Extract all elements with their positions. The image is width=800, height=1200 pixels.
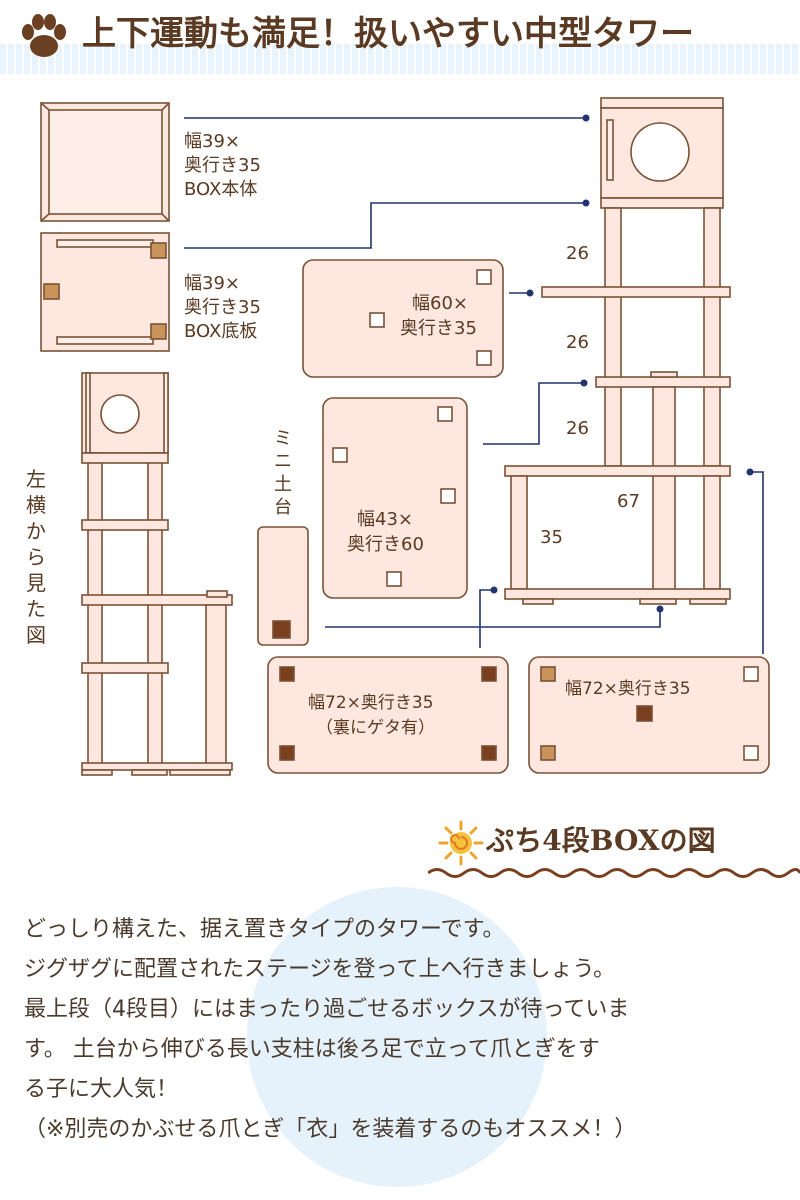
box-body-label-1: 幅39×	[184, 131, 240, 152]
base-geta-label-2: （裏にゲタ有）	[316, 717, 435, 738]
side-view-char-2: 横	[26, 493, 46, 517]
description-bubble	[247, 887, 547, 1187]
box-body-panel	[40, 102, 170, 222]
assembled-tower	[504, 97, 731, 605]
leader-dots	[490, 114, 754, 613]
side-view-tower	[81, 372, 233, 776]
description-line-3: 最上段（4段目）にはまったり過ごせるボックスが待っていま	[24, 997, 630, 1022]
dimension-26-middle: 26	[566, 332, 589, 353]
side-view-char-5: 見	[26, 571, 46, 595]
box-base-label-2: 奥行き35	[184, 297, 261, 318]
shelf-60-panel	[302, 259, 504, 378]
side-view-char-1: 左	[26, 467, 46, 491]
sun-swirl-icon	[438, 820, 484, 866]
wavy-underline	[428, 868, 800, 878]
box-base-panel	[40, 232, 170, 352]
leader-lines	[184, 117, 764, 654]
description-line-6: （※別売のかぶせる爪とぎ「衣」を装着するのもオススメ！）	[24, 1117, 637, 1142]
dimension-26-bottom: 26	[566, 418, 589, 439]
mini-base-label: ミ ニ 土 台	[274, 428, 292, 518]
description-line-2: ジグザグに配置されたステージを登って上へ行きましょう。	[24, 957, 616, 982]
shelf-60-label-1: 幅60×	[412, 293, 468, 314]
header-stripe	[0, 44, 800, 74]
page-title: 上下運動も満足！扱いやすい中型タワー	[82, 14, 694, 54]
dimension-35: 35	[540, 527, 563, 548]
side-view-label: 左 横 か ら 見 た 図	[26, 467, 46, 647]
box-base-label-1: 幅39×	[184, 273, 240, 294]
base-panel	[528, 656, 770, 774]
shelf-43-panel	[322, 397, 468, 599]
box-body-label-2: 奥行き35	[184, 155, 261, 176]
shelf-43-label-2: 奥行き60	[347, 534, 424, 555]
box-body-label-3: BOX本体	[184, 179, 257, 200]
shelf-43-label-1: 幅43×	[357, 509, 413, 530]
base-geta-label-1: 幅72×奥行き35	[308, 693, 434, 713]
mini-base-char-2: ニ	[274, 451, 292, 472]
section-title: ぷち4段BOXの図	[486, 824, 716, 857]
shelf-60-label-2: 奥行き35	[400, 318, 477, 339]
description-line-5: る子に大人気！	[24, 1077, 179, 1102]
mini-base-char-1: ミ	[274, 428, 292, 449]
base-geta-panel	[267, 656, 509, 774]
side-view-char-3: か	[26, 519, 46, 543]
base-label: 幅72×奥行き35	[565, 679, 691, 699]
description: どっしり構えた、据え置きタイプのタワーです。 ジグザグに配置されたステージを登っ…	[24, 910, 784, 1150]
mini-base-char-3: 土	[274, 474, 292, 495]
box-base-label-3: BOX底板	[184, 321, 257, 342]
mini-base-panel	[257, 526, 309, 646]
side-view-char-6: た	[26, 597, 46, 621]
description-line-1: どっしり構えた、据え置きタイプのタワーです。	[24, 917, 505, 942]
dimension-67: 67	[617, 491, 640, 512]
side-view-char-4: ら	[26, 545, 46, 569]
dimension-26-top: 26	[566, 243, 589, 264]
paw-icon	[22, 14, 66, 57]
tower-diagram: 幅39× 奥行き35 BOX本体 幅39× 奥行き35 BOX底板 左 横 か …	[26, 97, 770, 776]
description-line-4: す。 土台から伸びる長い支柱は後ろ足で立って爪とぎをす	[24, 1037, 600, 1062]
side-view-char-7: 図	[26, 623, 46, 647]
mini-base-char-4: 台	[274, 497, 292, 518]
